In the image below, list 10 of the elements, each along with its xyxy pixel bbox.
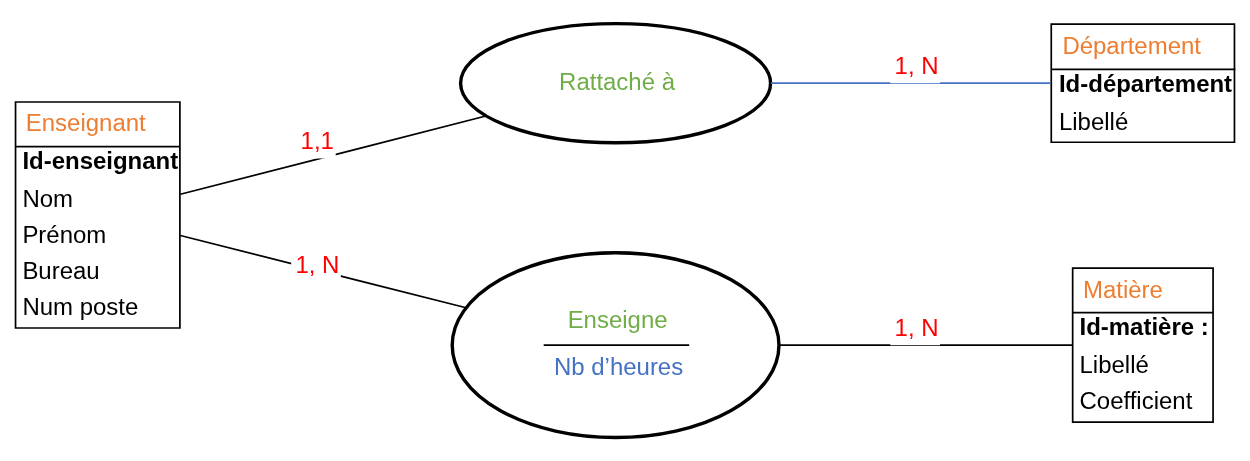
connector [179,234,467,309]
edge-label: 1, N [894,314,939,342]
edge-label: 1, N [894,52,939,80]
connector [778,344,1073,346]
node-ellipse: Enseigne Nb d’heures [450,251,781,440]
connector [770,82,1052,85]
edge-label: 1,1 [300,127,334,155]
node-ellipse: Rattaché à [458,21,773,145]
connector [179,115,487,196]
edge-label: 1, N [295,250,340,278]
